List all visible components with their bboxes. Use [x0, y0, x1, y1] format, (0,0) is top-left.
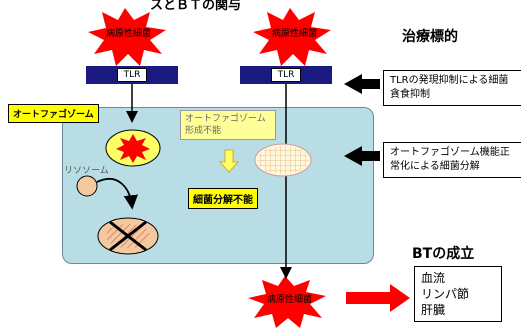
black-arrow-1 — [344, 74, 380, 94]
degradation-fail-label: 細菌分解不能 — [188, 188, 258, 209]
therapy-target-title: 治療標的 — [402, 29, 458, 45]
bt-destination-3: 肝臓 — [421, 303, 446, 317]
tlr-label-2: TLR — [270, 68, 302, 82]
diagram-title: スとＢＴの関与 — [150, 0, 242, 13]
pathogen-label-3: 病原性細菌 — [267, 293, 312, 305]
black-arrow-2 — [344, 146, 380, 166]
pathogen-burst-1 — [88, 8, 166, 66]
pathogen-burst-3 — [248, 276, 326, 328]
pathogen-burst-2 — [253, 8, 331, 66]
bt-title: BTの成立 — [412, 246, 475, 262]
lysosome-circle — [76, 175, 98, 197]
bt-destination-2: リンパ節 — [421, 287, 470, 301]
bt-destination-1: 血流 — [421, 271, 446, 285]
therapy-box-1: TLRの発現抑制による細菌貪食抑制 — [383, 70, 521, 106]
yellow-down-arrow — [219, 149, 239, 173]
bt-destinations-box: 血流 リンパ節 肝臓 — [414, 266, 502, 322]
red-arrow — [346, 284, 410, 312]
autophagosome-label: オートファゴゾーム — [8, 104, 99, 123]
tlr-label-1: TLR — [116, 68, 148, 82]
lysosome-label: リソソーム — [64, 166, 109, 176]
tlr-receptor-2: TLR — [240, 66, 332, 84]
pathogen-label-2: 病原性細菌 — [272, 27, 317, 39]
pathogen-label-1: 病原性細菌 — [106, 27, 151, 39]
autophagosome-fail-note: オートファゴゾーム形成不能 — [180, 110, 276, 140]
tlr-receptor-1: TLR — [86, 66, 178, 84]
therapy-box-2: オートファゴゾーム機能正常化による細菌分解 — [383, 142, 521, 178]
